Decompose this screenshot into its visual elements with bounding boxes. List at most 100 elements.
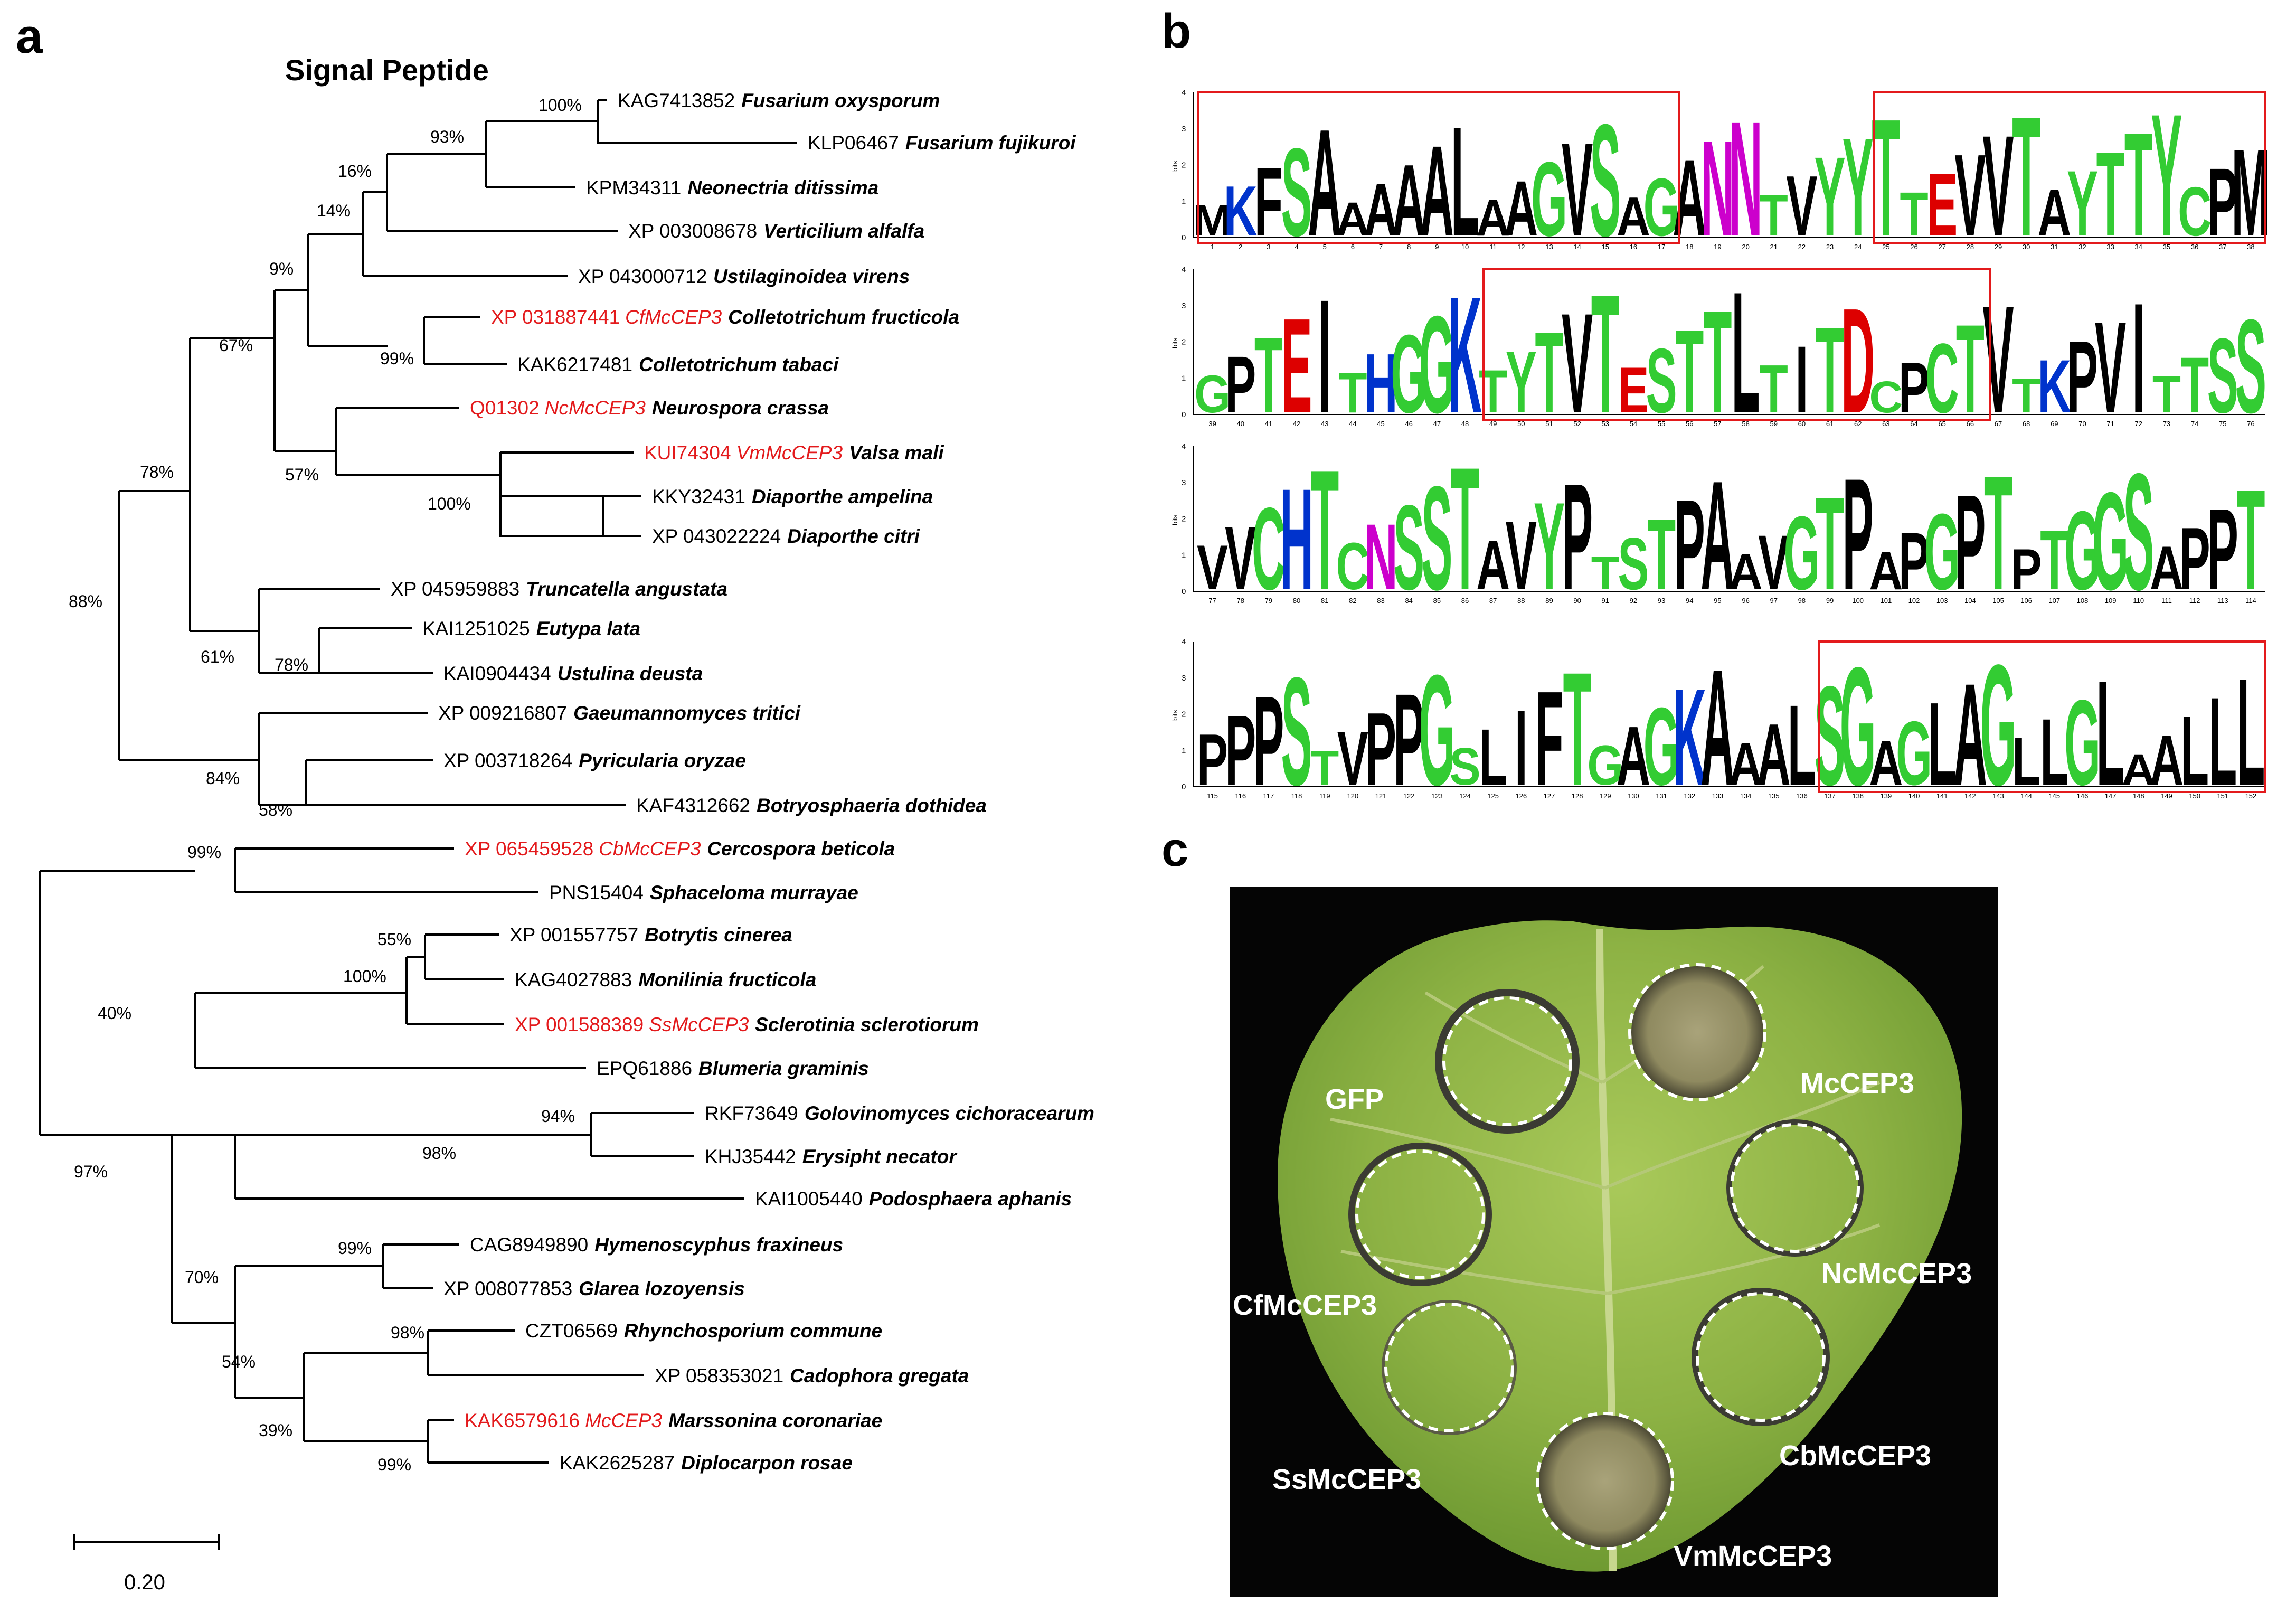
bootstrap-value: 99% — [187, 843, 221, 862]
leaf-accession: KAI1251025 — [422, 618, 530, 639]
logo-letter: N — [1729, 88, 1763, 270]
logo-position: 76 — [2247, 420, 2254, 428]
scale-bar-label: 0.20 — [124, 1571, 165, 1594]
logo-letter: P — [1843, 446, 1874, 624]
leaf-accession: CZT06569 — [525, 1320, 618, 1342]
logo-y-label: bits — [1171, 337, 1179, 348]
logo-position: 68 — [2023, 420, 2030, 428]
logo-position: 148 — [2133, 792, 2144, 800]
logo-position: 143 — [1992, 792, 2004, 800]
logo-letter: P — [2067, 320, 2098, 435]
logo-position: 107 — [2048, 597, 2060, 605]
logo-letter: P — [1898, 348, 1930, 428]
logo-position: 101 — [1881, 597, 1892, 605]
leaf-species: Neurospora crassa — [652, 397, 829, 419]
leaf-accession: CAG8949890 — [470, 1234, 588, 1256]
motif-box-2 — [1482, 268, 1991, 421]
leaf-protein-name: CfMcCEP3 — [625, 306, 722, 328]
leaf-species: Verticilium alfalfa — [763, 220, 924, 242]
logo-position: 137 — [1824, 792, 1836, 800]
logo-position: 134 — [1740, 792, 1752, 800]
bootstrap-labels: 100%93%16%14%9%99%67%57%100%78%88%61%78%… — [69, 96, 582, 1474]
logo-position: 83 — [1377, 597, 1384, 605]
logo-letter: T — [1451, 431, 1479, 627]
logo-letter: G — [2092, 463, 2129, 619]
logo-letter: A — [1617, 710, 1650, 803]
logo-letter: T — [1900, 180, 1928, 249]
logo-letter: G — [1783, 494, 1820, 611]
leaf-accession: XP 045959883 — [391, 578, 519, 600]
logo-letter: P — [1393, 667, 1424, 813]
logo-position: 106 — [2020, 597, 2032, 605]
leaf-label-ssmccep3: SsMcCEP3 — [1272, 1464, 1421, 1495]
logo-position: 88 — [1517, 597, 1525, 605]
logo-position: 92 — [1630, 597, 1637, 605]
bootstrap-value: 61% — [201, 647, 234, 666]
logo-letter: P — [1365, 691, 1396, 807]
logo-letter: I — [1515, 688, 1528, 808]
logo-y-tick: 0 — [1182, 233, 1186, 242]
logo-position: 17 — [1658, 243, 1665, 251]
bootstrap-value: 100% — [538, 96, 582, 115]
logo-letter: G — [1419, 287, 1455, 442]
logo-letter: A — [1336, 192, 1369, 246]
logo-axis — [1193, 269, 2265, 415]
logo-position: 138 — [1852, 792, 1864, 800]
bootstrap-value: 39% — [259, 1421, 292, 1440]
leaf-species: Truncatella angustata — [526, 578, 727, 600]
logo-letter: L — [1788, 682, 1816, 809]
logo-letter: Y — [1534, 477, 1565, 616]
spot-gfp-dashed — [1442, 996, 1572, 1126]
logo-letter: A — [1392, 143, 1426, 257]
leaf-species: Botrytis cinerea — [645, 924, 792, 946]
logo-y-label: bits — [1171, 161, 1179, 172]
logo-position: 14 — [1573, 243, 1581, 251]
logo-letter: T — [1675, 305, 1704, 438]
bootstrap-value: 99% — [377, 1455, 411, 1474]
spot-vmmccep3 — [1539, 1415, 1671, 1547]
bootstrap-value: 70% — [185, 1268, 219, 1287]
logo-position: 151 — [2217, 792, 2228, 800]
logo-position: 15 — [1602, 243, 1609, 251]
logo-letter: S — [1449, 737, 1480, 796]
logo-y-tick: 4 — [1182, 88, 1186, 97]
logo-position: 70 — [2078, 420, 2086, 428]
logo-letter: I — [1796, 326, 1809, 433]
logo-position: 142 — [1964, 792, 1976, 800]
logo-position: 119 — [1319, 792, 1330, 800]
logo-position: 66 — [1967, 420, 1974, 428]
logo-position: 33 — [2106, 243, 2114, 251]
tree-leaf-label: XP 045959883 Truncatella angustata — [391, 578, 727, 600]
logo-y-tick: 0 — [1182, 587, 1186, 596]
logo-y-tick: 3 — [1182, 478, 1186, 487]
logo-position: 108 — [2077, 597, 2089, 605]
logo-position: 124 — [1459, 792, 1471, 800]
logo-letter: V — [1982, 275, 2014, 445]
logo-position: 105 — [1992, 597, 2004, 605]
leaf-species: Rhynchosporium commune — [624, 1320, 882, 1342]
logo-position: 100 — [1852, 597, 1864, 605]
motif-box-3 — [1818, 640, 2266, 793]
spot-cbmccep3 — [1692, 1288, 1830, 1426]
logo-letter: Y — [1843, 109, 1874, 265]
logo-position: 16 — [1630, 243, 1637, 251]
leaf-accession: XP 031887441 — [491, 306, 620, 328]
logo-letter: A — [1420, 119, 1454, 263]
logo-letter: V — [1562, 115, 1593, 263]
logo-letter: S — [1590, 91, 1621, 270]
bootstrap-value: 84% — [206, 769, 240, 788]
leaf-species: Colletotrichum tabaci — [639, 354, 839, 375]
logo-letter: G — [1643, 161, 1680, 253]
logo-letter: S — [1281, 645, 1312, 817]
logo-position: 4 — [1295, 243, 1298, 251]
logo-letter: G — [2064, 488, 2101, 613]
logo-letter: V — [1758, 519, 1789, 606]
logo-letter: T — [1816, 469, 1844, 617]
